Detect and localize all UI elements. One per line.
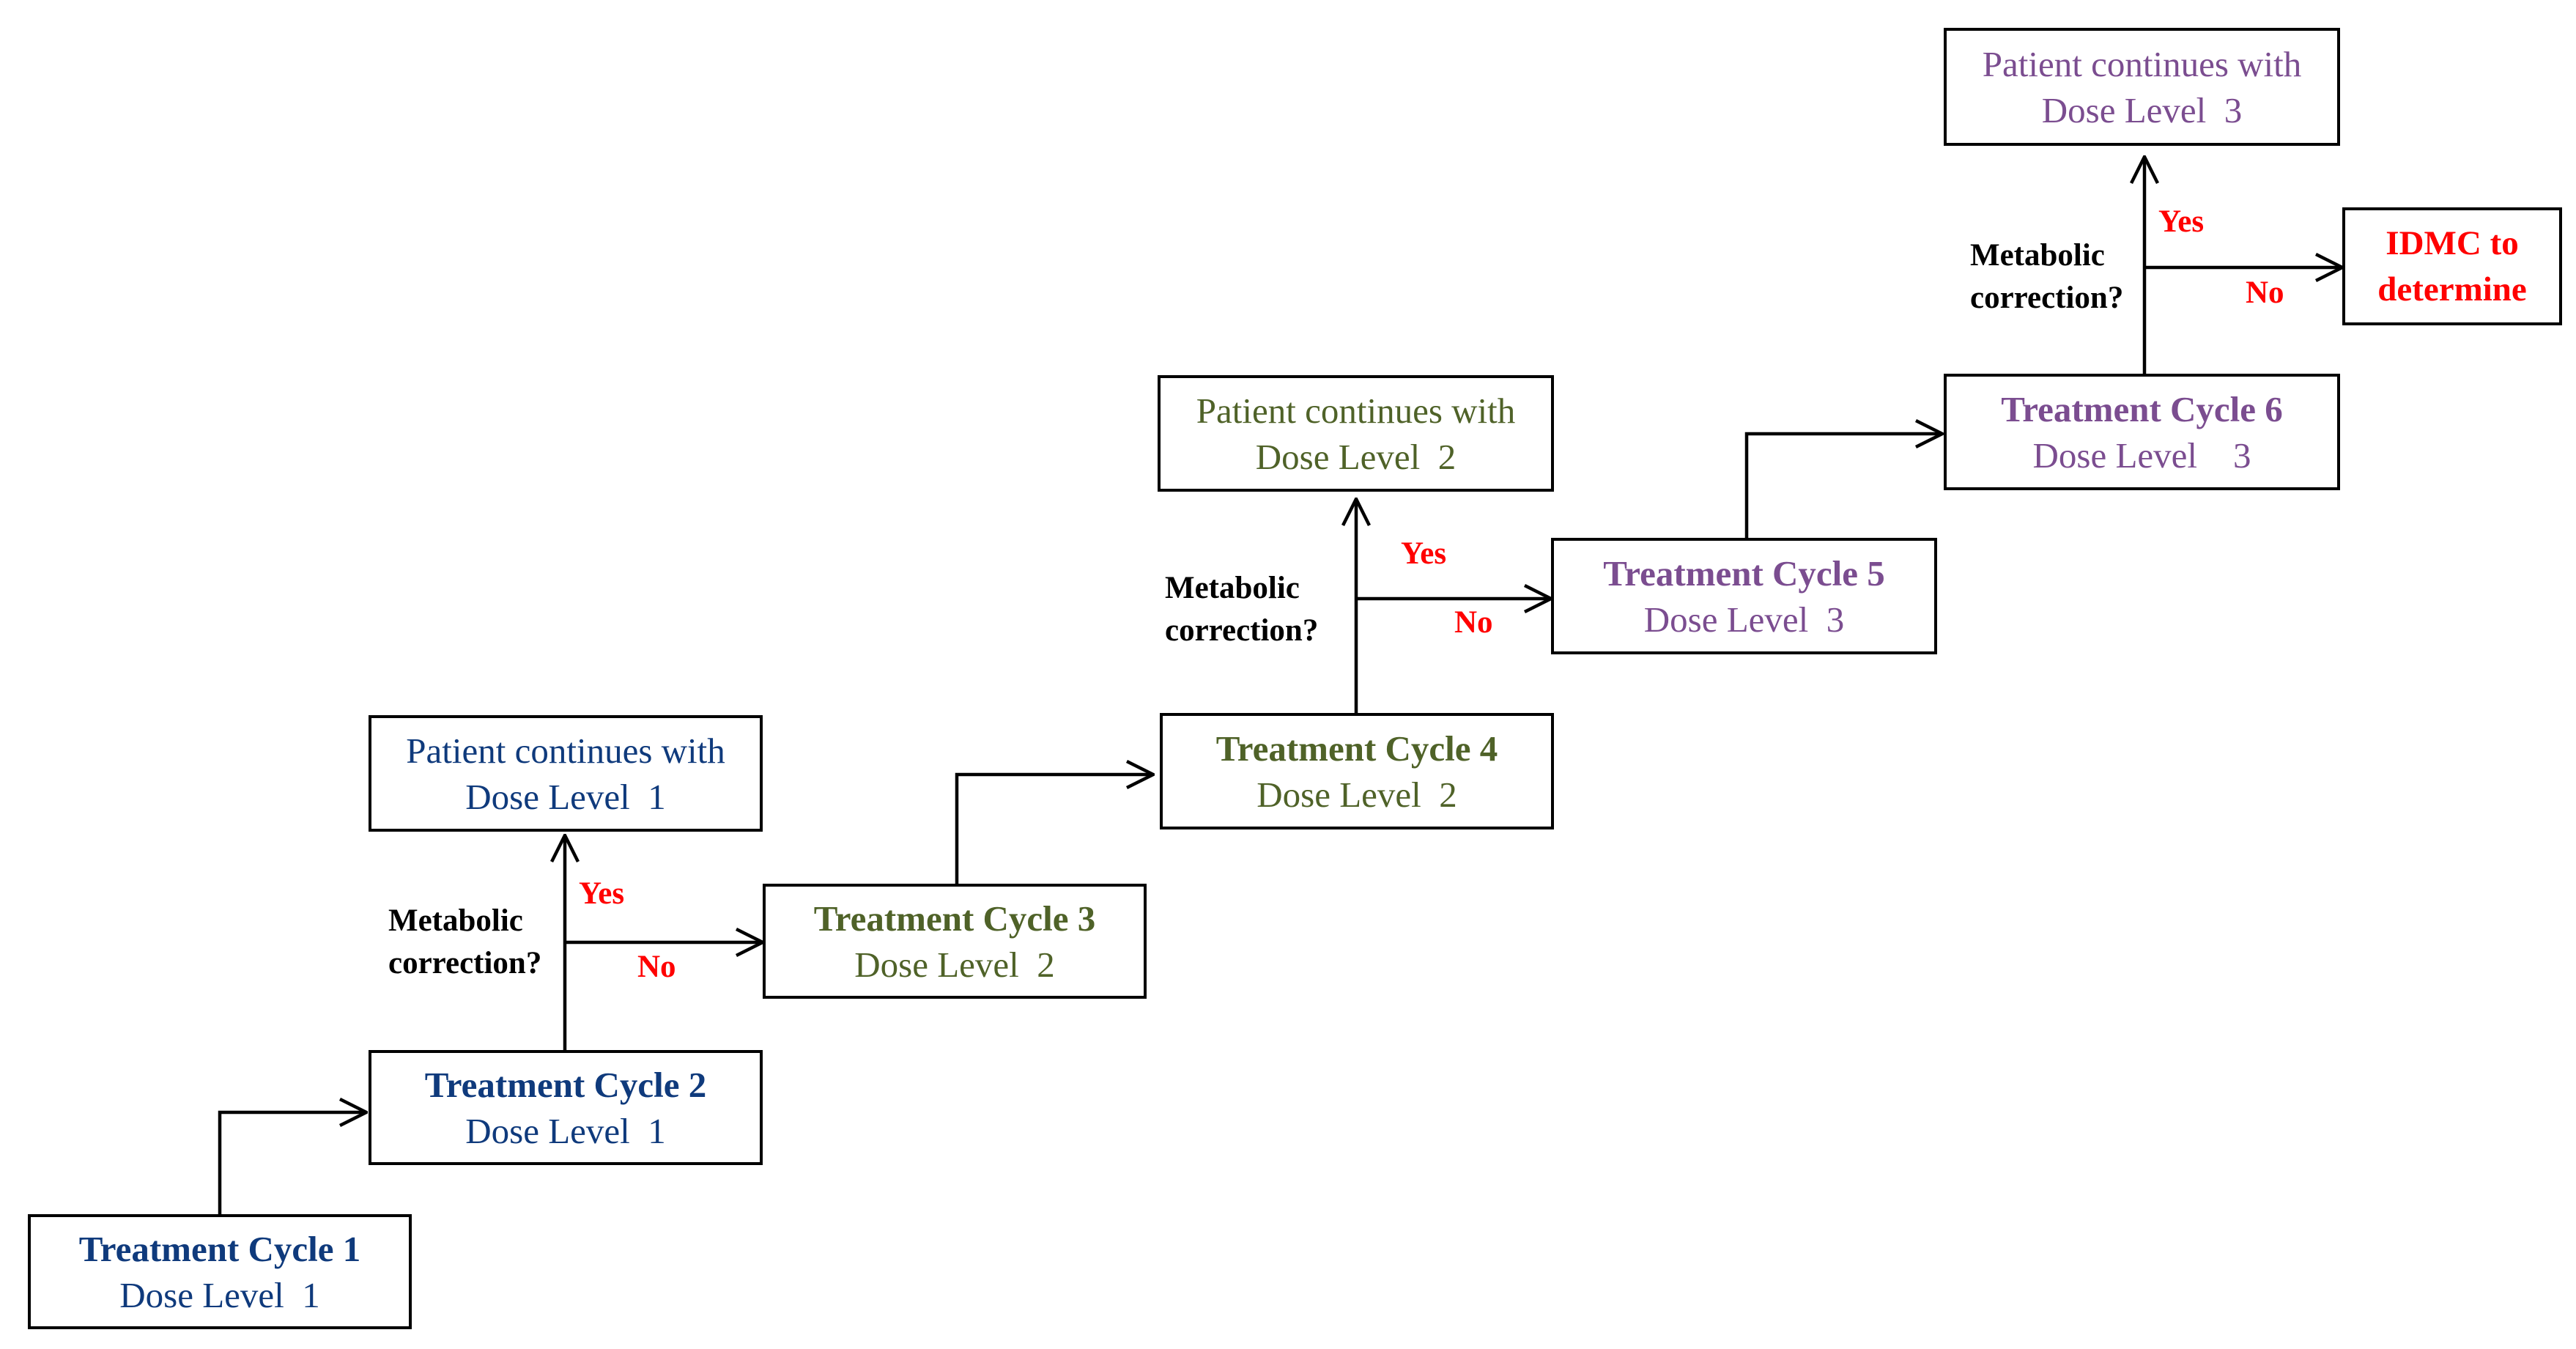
no-label: No [637, 950, 676, 984]
continues-dose: Dose Level 3 [2041, 89, 2243, 130]
treatment-cycle-1-box: Treatment Cycle 1 Dose Level 1 [28, 1214, 412, 1329]
treatment-cycle-2-box: Treatment Cycle 2 Dose Level 1 [369, 1050, 763, 1165]
cycle-title: Treatment Cycle 4 [1215, 728, 1498, 769]
idmc-line2: determine [2377, 270, 2527, 308]
yes-label: Yes [2158, 204, 2205, 239]
continues-dose: Dose Level 1 [465, 776, 666, 817]
treatment-cycle-6-box: Treatment Cycle 6 Dose Level 3 [1944, 374, 2340, 490]
continues-dose-1-box: Patient continues with Dose Level 1 [369, 715, 763, 832]
decision-question: Metabolic correction? [1165, 571, 1319, 648]
idmc-line1: IDMC to [2386, 223, 2519, 262]
cycle-dose: Dose Level 2 [1256, 774, 1457, 815]
cycle-title: Treatment Cycle 1 [78, 1228, 361, 1269]
continues-dose-3-box: Patient continues with Dose Level 3 [1944, 28, 2340, 146]
continues-dose-2-box: Patient continues with Dose Level 2 [1158, 375, 1554, 492]
cycle-dose: Dose Level 3 [2032, 435, 2251, 476]
idmc-box: IDMC to determine [2342, 207, 2562, 325]
continues-text: Patient continues with [406, 730, 725, 771]
no-label: No [1454, 605, 1493, 640]
cycle-dose: Dose Level 2 [854, 944, 1055, 985]
yes-label: Yes [1401, 536, 1447, 571]
arrow-cycle1-to-cycle2 [218, 1112, 366, 1214]
cycle-title: Treatment Cycle 3 [813, 898, 1096, 939]
arrow-cycle3-to-cycle4 [955, 775, 1153, 884]
cycle-dose: Dose Level 1 [119, 1274, 320, 1315]
no-label: No [2246, 276, 2284, 310]
continues-dose: Dose Level 2 [1255, 436, 1457, 477]
cycle-title: Treatment Cycle 6 [2001, 388, 2283, 429]
cycle-title: Treatment Cycle 5 [1603, 552, 1885, 594]
decision-question: Metabolic correction? [1970, 238, 2124, 315]
treatment-cycle-4-box: Treatment Cycle 4 Dose Level 2 [1160, 713, 1554, 829]
cycle-dose: Dose Level 3 [1643, 599, 1845, 640]
continues-text: Patient continues with [1196, 390, 1516, 431]
treatment-cycle-5-box: Treatment Cycle 5 Dose Level 3 [1551, 538, 1937, 654]
treatment-cycle-3-box: Treatment Cycle 3 Dose Level 2 [763, 884, 1147, 999]
cycle-dose: Dose Level 1 [465, 1110, 666, 1151]
yes-label: Yes [579, 876, 625, 911]
arrow-cycle5-to-cycle6 [1744, 434, 1942, 538]
decision-question: Metabolic correction? [388, 903, 542, 980]
continues-text: Patient continues with [1982, 43, 2302, 84]
cycle-title: Treatment Cycle 2 [424, 1064, 707, 1105]
